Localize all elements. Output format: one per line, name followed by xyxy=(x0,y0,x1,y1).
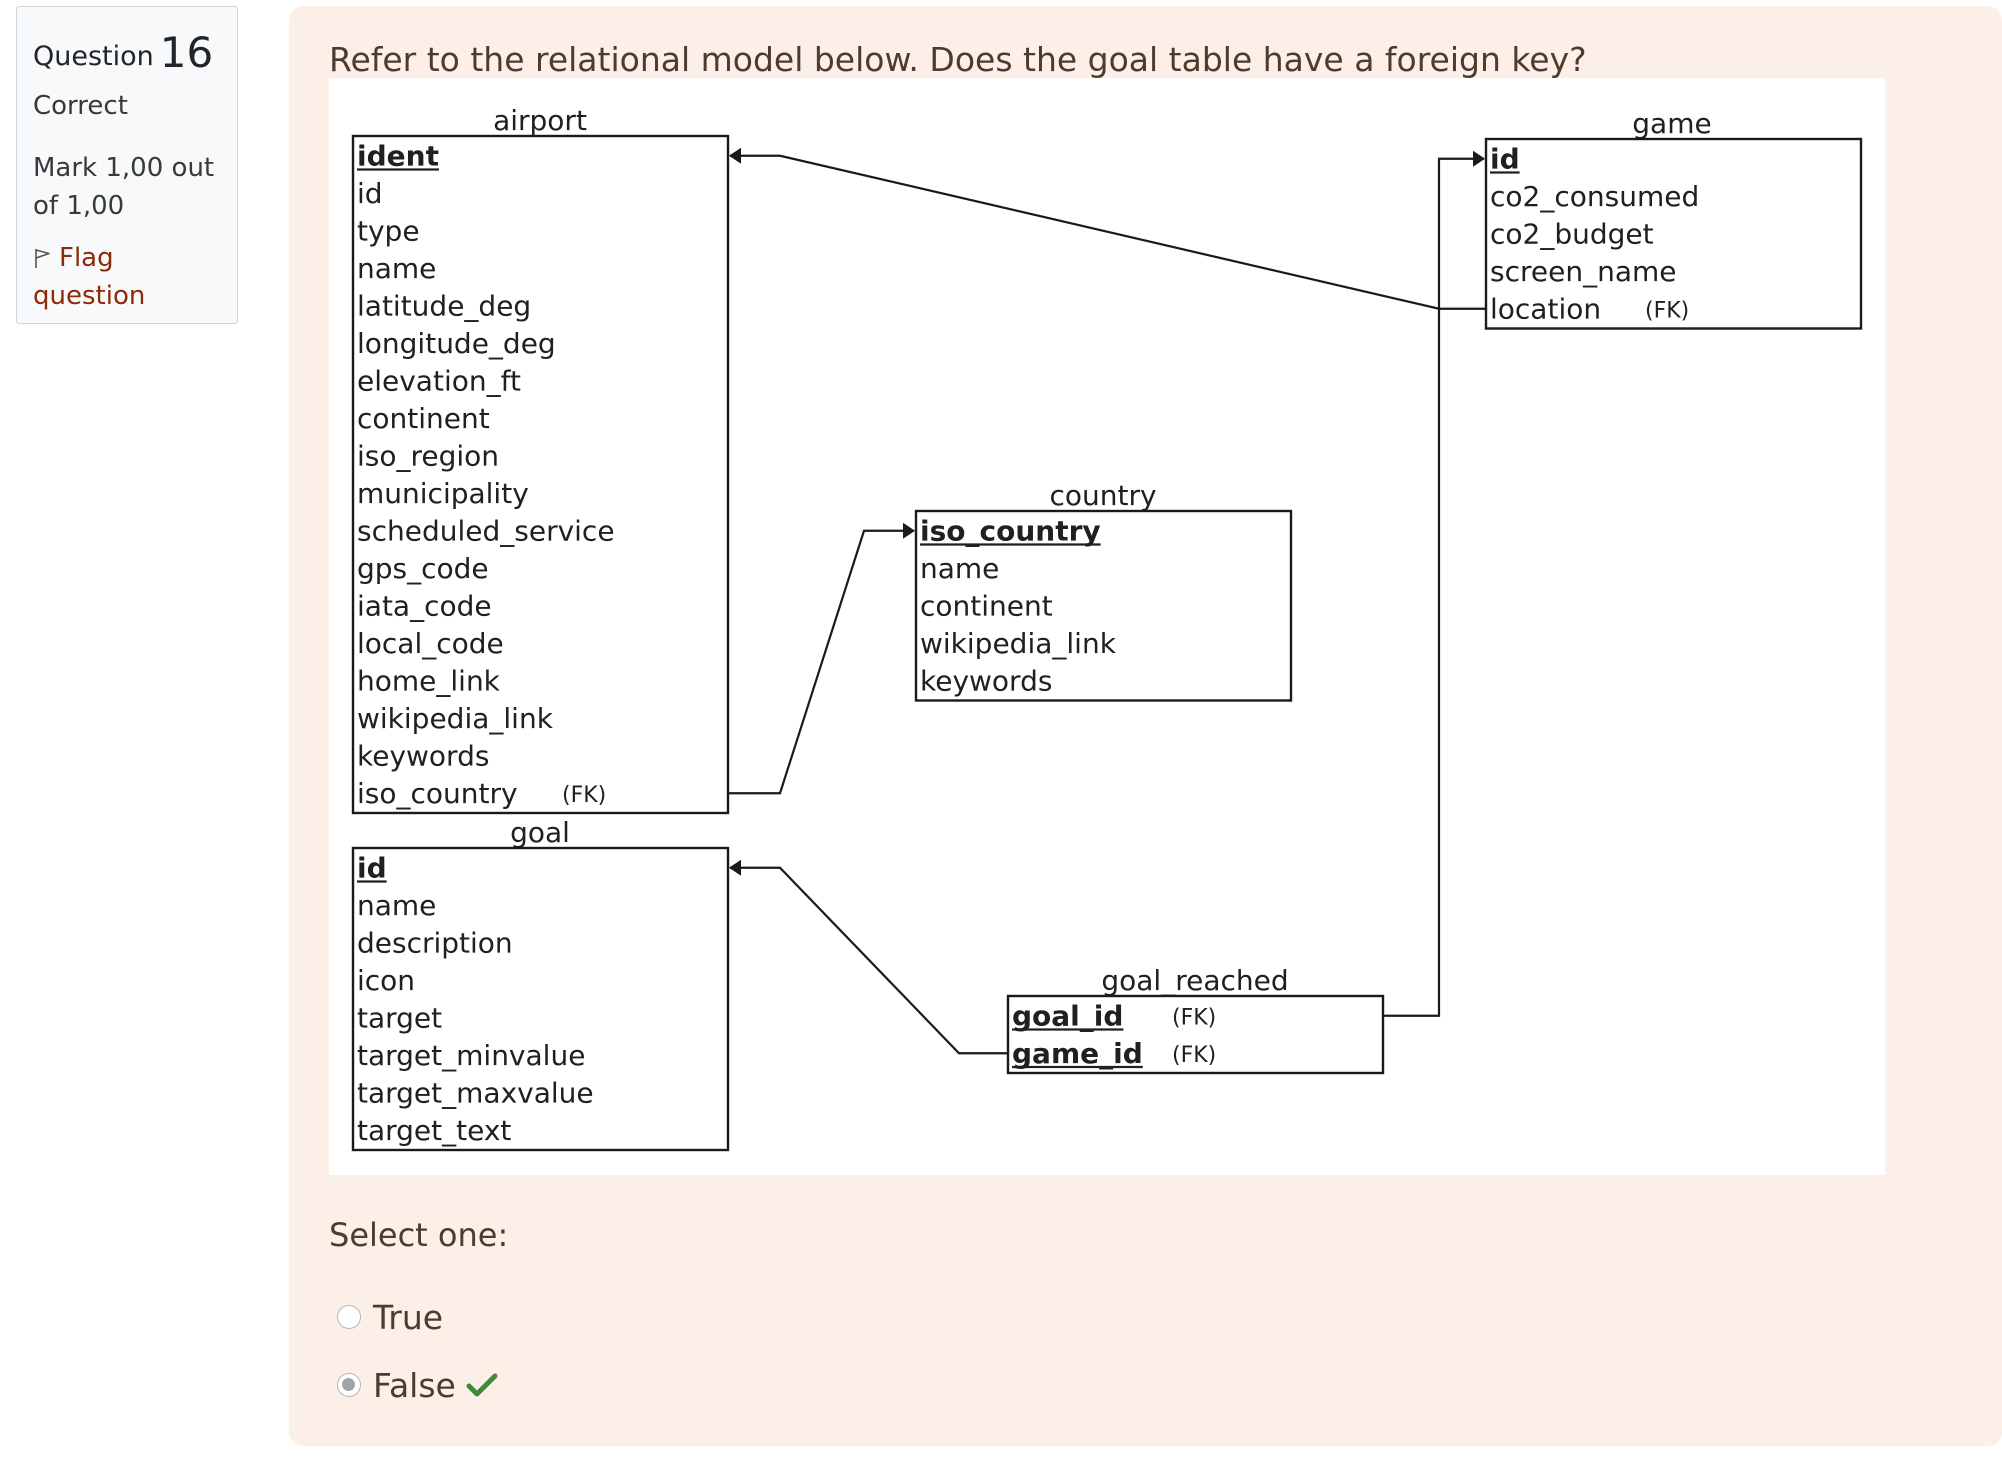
field-game-id: id xyxy=(1490,143,1520,176)
table-name-airport: airport xyxy=(493,104,587,137)
field-airport-type: type xyxy=(357,215,420,248)
question-content: Refer to the relational model below. Doe… xyxy=(289,6,2002,1446)
field-country-iso-country: iso_country xyxy=(920,515,1101,548)
question-label: Question xyxy=(33,41,154,72)
field-game-location: location xyxy=(1490,293,1601,326)
field-goal-target: target xyxy=(357,1002,442,1035)
relation-airport-country xyxy=(728,529,914,795)
question-state: Correct xyxy=(33,91,128,121)
field-goal-target-maxvalue: target_maxvalue xyxy=(357,1077,594,1110)
answer-label-true: True xyxy=(373,1297,444,1337)
flag-question-link[interactable]: Flag question xyxy=(33,239,221,315)
flag-label-line-1: Flag xyxy=(59,243,114,273)
field-airport-municipality: municipality xyxy=(357,477,529,510)
field-airport-elevation-ft: elevation_ft xyxy=(357,365,521,398)
answer-option-true[interactable]: True xyxy=(337,1289,443,1345)
field-country-keywords: keywords xyxy=(920,665,1052,698)
field-airport-gps-code: gps_code xyxy=(357,552,489,585)
field-country-continent: continent xyxy=(920,590,1053,623)
answer-option-false[interactable]: False xyxy=(337,1357,498,1413)
field-airport-id: id xyxy=(357,177,383,210)
field-game-co2-budget: co2_budget xyxy=(1490,218,1654,251)
table-name-game: game xyxy=(1632,107,1711,140)
field-airport-scheduled-service: scheduled_service xyxy=(357,515,615,548)
relation-arrowhead xyxy=(729,147,741,164)
field-country-wikipedia-link: wikipedia_link xyxy=(920,627,1117,660)
field-goal-target-text: target_text xyxy=(357,1114,511,1147)
table-box-airport xyxy=(351,134,730,815)
field-game-co2-consumed: co2_consumed xyxy=(1490,180,1699,213)
table-box-country xyxy=(914,509,1293,702)
relation-arrowhead xyxy=(1473,150,1485,167)
radio-true[interactable] xyxy=(337,1305,361,1329)
field-airport-iso-country: iso_country xyxy=(357,777,518,810)
table-box-game xyxy=(1484,137,1863,330)
fk-marker: (FK) xyxy=(562,783,606,808)
question-text: Refer to the relational model below. Doe… xyxy=(329,40,1587,79)
relation-goal-reached-goal xyxy=(730,866,1008,1055)
table-name-goal-reached: goal_reached xyxy=(1101,964,1288,997)
check-icon xyxy=(466,1373,498,1397)
grade-line-2: of 1,00 xyxy=(33,191,125,221)
fk-marker: (FK) xyxy=(1172,1006,1216,1031)
grade-line-1: Mark 1,00 out xyxy=(33,153,215,183)
relation-goal-reached-game xyxy=(1383,157,1484,1017)
field-airport-longitude-deg: longitude_deg xyxy=(357,327,556,360)
table-box-goal-reached xyxy=(1006,994,1385,1075)
field-country-name: name xyxy=(920,552,999,585)
radio-false[interactable] xyxy=(337,1373,361,1397)
field-goal-name: name xyxy=(357,889,436,922)
field-airport-latitude-deg: latitude_deg xyxy=(357,290,531,323)
field-airport-local-code: local_code xyxy=(357,627,504,660)
field-goal-reached-goal-id: goal_id xyxy=(1012,1000,1123,1033)
field-airport-name: name xyxy=(357,252,436,285)
field-airport-home-link: home_link xyxy=(357,665,501,698)
field-goal-description: description xyxy=(357,927,513,960)
field-airport-continent: continent xyxy=(357,402,490,435)
table-name-country: country xyxy=(1049,479,1156,512)
field-airport-ident: ident xyxy=(357,140,439,173)
field-goal-icon: icon xyxy=(357,964,415,997)
field-game-screen-name: screen_name xyxy=(1490,255,1676,288)
field-airport-iso-region: iso_region xyxy=(357,440,499,473)
relation-arrowhead xyxy=(729,859,741,876)
er-diagram-svg: airport ident id type name latitude_deglongit… xyxy=(351,104,1863,1152)
field-airport-iata-code: iata_code xyxy=(357,590,492,623)
table-name-goal: goal xyxy=(510,816,570,849)
field-goal-reached-game-id: game_id xyxy=(1012,1037,1143,1070)
select-one-prompt: Select one: xyxy=(329,1216,509,1254)
field-airport-keywords: keywords xyxy=(357,740,489,773)
relation-game-location-airport-ident xyxy=(730,154,1486,310)
fk-marker: (FK) xyxy=(1172,1043,1216,1068)
field-goal-target-minvalue: target_minvalue xyxy=(357,1039,585,1072)
answer-label-false: False xyxy=(373,1365,456,1405)
flag-icon xyxy=(35,249,50,268)
table-box-goal xyxy=(351,846,730,1152)
field-airport-wikipedia-link: wikipedia_link xyxy=(357,702,554,735)
question-number-value: 16 xyxy=(159,28,214,77)
question-grade: Mark 1,00 out of 1,00 xyxy=(33,149,221,225)
relation-arrowhead xyxy=(903,522,915,539)
field-goal-id: id xyxy=(357,852,387,885)
flag-label-line-2: question xyxy=(33,281,146,311)
fk-marker: (FK) xyxy=(1645,299,1689,324)
